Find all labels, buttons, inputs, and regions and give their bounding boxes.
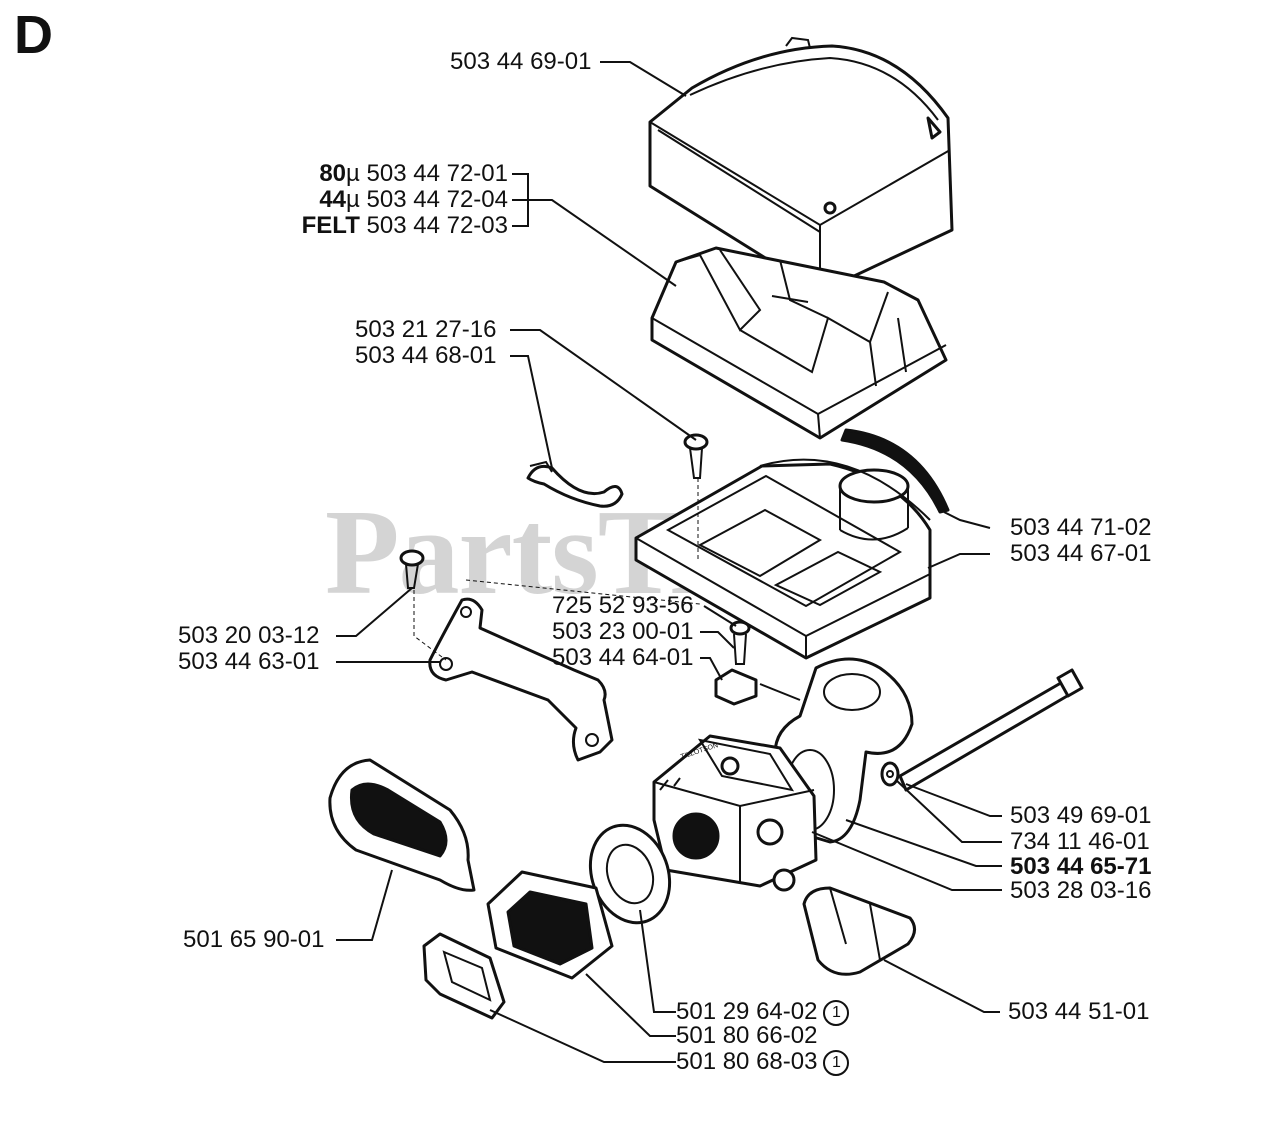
label-elbow[interactable]: 503 44 65-71 [1010, 855, 1151, 879]
seal-strip-drawing [840, 428, 950, 514]
filter-part: 503 44 72-04 [366, 186, 508, 213]
filter-unit: µ [346, 160, 360, 187]
filter-unit: µ [346, 186, 360, 213]
screw-c-drawing [714, 620, 758, 706]
filter-grade: FELT [301, 212, 360, 239]
filter-part: 503 44 72-03 [366, 212, 508, 239]
air-filter-cover-drawing [648, 36, 954, 294]
boot-drawing [328, 758, 476, 892]
label-filter-44[interactable]: 44µ 503 44 72-04 [270, 188, 508, 212]
label-filter-felt[interactable]: FELT 503 44 72-03 [270, 214, 508, 238]
screw-a-drawing [683, 433, 709, 479]
label-washer-a[interactable]: 725 52 93-56 [552, 592, 694, 619]
label-screw-c[interactable]: 503 23 00-01 [552, 618, 694, 645]
label-flange[interactable]: 501 80 66-02 [676, 1022, 818, 1049]
note-marker: 1 [823, 1050, 850, 1076]
label-screw-b[interactable]: 503 20 03-12 [178, 622, 320, 649]
label-filter-base[interactable]: 503 44 67-01 [1010, 540, 1152, 567]
label-washer-b[interactable]: 734 11 46-01 [1010, 828, 1150, 855]
label-bracket[interactable]: 503 44 63-01 [178, 648, 320, 675]
tube-drawing [802, 886, 916, 976]
note-marker: 1 [823, 1000, 850, 1026]
carburetor-drawing [652, 734, 818, 892]
label-boot[interactable]: 501 65 90-01 [183, 926, 325, 953]
label-carburetor[interactable]: 503 28 03-16 [1010, 877, 1152, 904]
filter-base-drawing [634, 458, 932, 660]
screw-b-drawing [399, 549, 425, 589]
label-nut-holder[interactable]: 503 44 64-01 [552, 644, 694, 671]
flange-drawing [486, 870, 614, 980]
label-filter-80[interactable]: 80µ 503 44 72-01 [270, 162, 508, 186]
label-tube[interactable]: 503 44 51-01 [1008, 998, 1150, 1025]
label-gasket-b-text: 501 80 68-03 [676, 1048, 818, 1075]
clip-drawing [526, 460, 624, 508]
section-letter: D [14, 5, 53, 65]
assembly-lines [413, 478, 701, 661]
label-cover[interactable]: 503 44 69-01 [450, 48, 592, 75]
label-gasket-a-text: 501 29 64-02 [676, 998, 818, 1025]
label-screw-a[interactable]: 503 21 27-16 [355, 316, 497, 343]
filter-grade: 80 [319, 160, 347, 187]
label-seal-strip[interactable]: 503 44 71-02 [1010, 514, 1152, 541]
filter-part: 503 44 72-01 [366, 160, 508, 187]
label-bolt[interactable]: 503 49 69-01 [1010, 802, 1152, 829]
leader-lines [336, 61, 1002, 1063]
filter-element-drawing [650, 246, 948, 440]
bracket-drawing [428, 597, 614, 762]
label-clip[interactable]: 503 44 68-01 [355, 342, 497, 369]
bolt-drawing [880, 668, 1084, 792]
filter-grade: 44 [319, 186, 347, 213]
gasket-b-drawing [422, 932, 506, 1020]
label-elbow-text: 503 44 65-71 [1010, 853, 1152, 880]
